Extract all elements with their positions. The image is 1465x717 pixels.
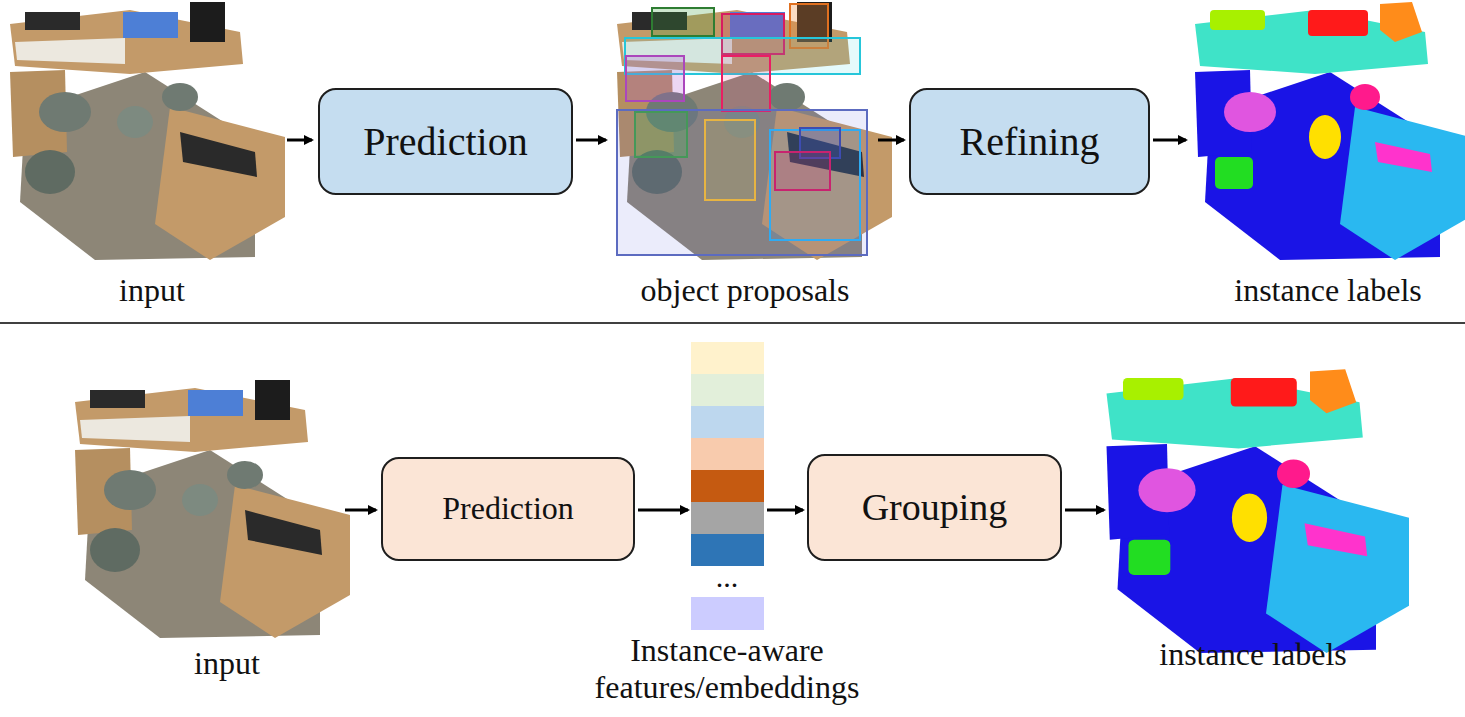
image-caption: input (52, 272, 252, 309)
box-label: Grouping (862, 487, 1008, 529)
process-box: Grouping (807, 454, 1062, 561)
ellipsis: ... (687, 560, 767, 595)
image-caption: instance labels (1198, 272, 1458, 309)
divider-line (0, 322, 1465, 324)
input-scene (10, 2, 285, 260)
input-scene (75, 380, 350, 638)
image-caption: input (127, 645, 327, 682)
process-box: Prediction (381, 457, 635, 561)
process-box: Refining (909, 88, 1150, 195)
process-box: Prediction (318, 88, 573, 195)
box-label: Prediction (363, 120, 527, 164)
proposal-scene (617, 2, 892, 260)
image-caption: instance labels (1123, 636, 1383, 673)
proposal-scene-base (617, 2, 892, 260)
box-label: Refining (960, 120, 1100, 164)
box-label: Prediction (442, 491, 574, 526)
feature-caption: Instance-aware features/embeddings (562, 632, 892, 706)
instance-label-scene (1107, 369, 1410, 653)
image-caption: object proposals (595, 272, 895, 309)
instance-label-scene (1195, 2, 1465, 260)
